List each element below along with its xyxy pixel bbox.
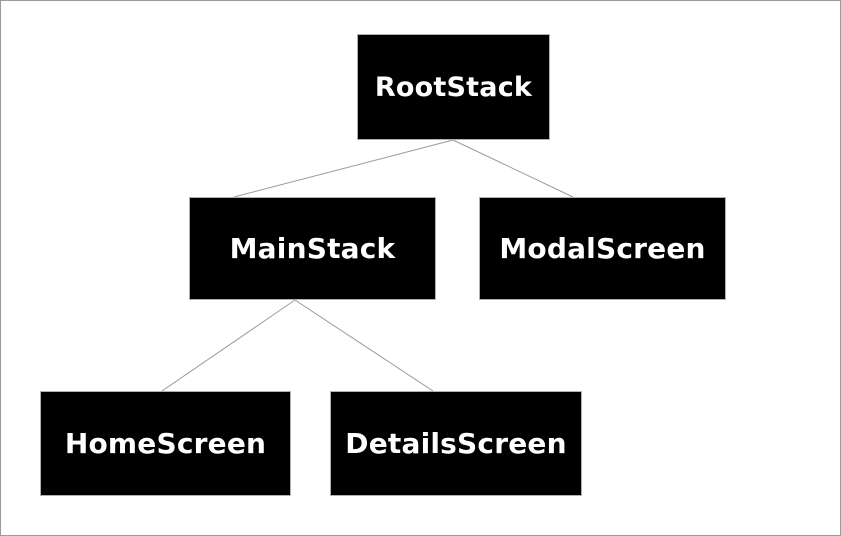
node-label-modalscreen: ModalScreen xyxy=(499,231,706,265)
edge-main-home xyxy=(161,299,296,392)
node-label-rootstack: RootStack xyxy=(374,71,533,103)
node-label-detailsscreen: DetailsScreen xyxy=(345,426,567,460)
node-mainstack[interactable]: MainStack xyxy=(189,197,436,300)
node-label-homescreen: HomeScreen xyxy=(64,426,267,460)
node-detailsscreen[interactable]: DetailsScreen xyxy=(330,391,582,496)
edge-main-details xyxy=(294,299,434,392)
node-label-mainstack: MainStack xyxy=(229,231,396,265)
edge-root-modal xyxy=(452,139,574,198)
node-modalscreen[interactable]: ModalScreen xyxy=(479,197,726,300)
node-homescreen[interactable]: HomeScreen xyxy=(40,391,291,496)
node-rootstack[interactable]: RootStack xyxy=(357,34,550,140)
edge-root-main xyxy=(233,139,454,198)
